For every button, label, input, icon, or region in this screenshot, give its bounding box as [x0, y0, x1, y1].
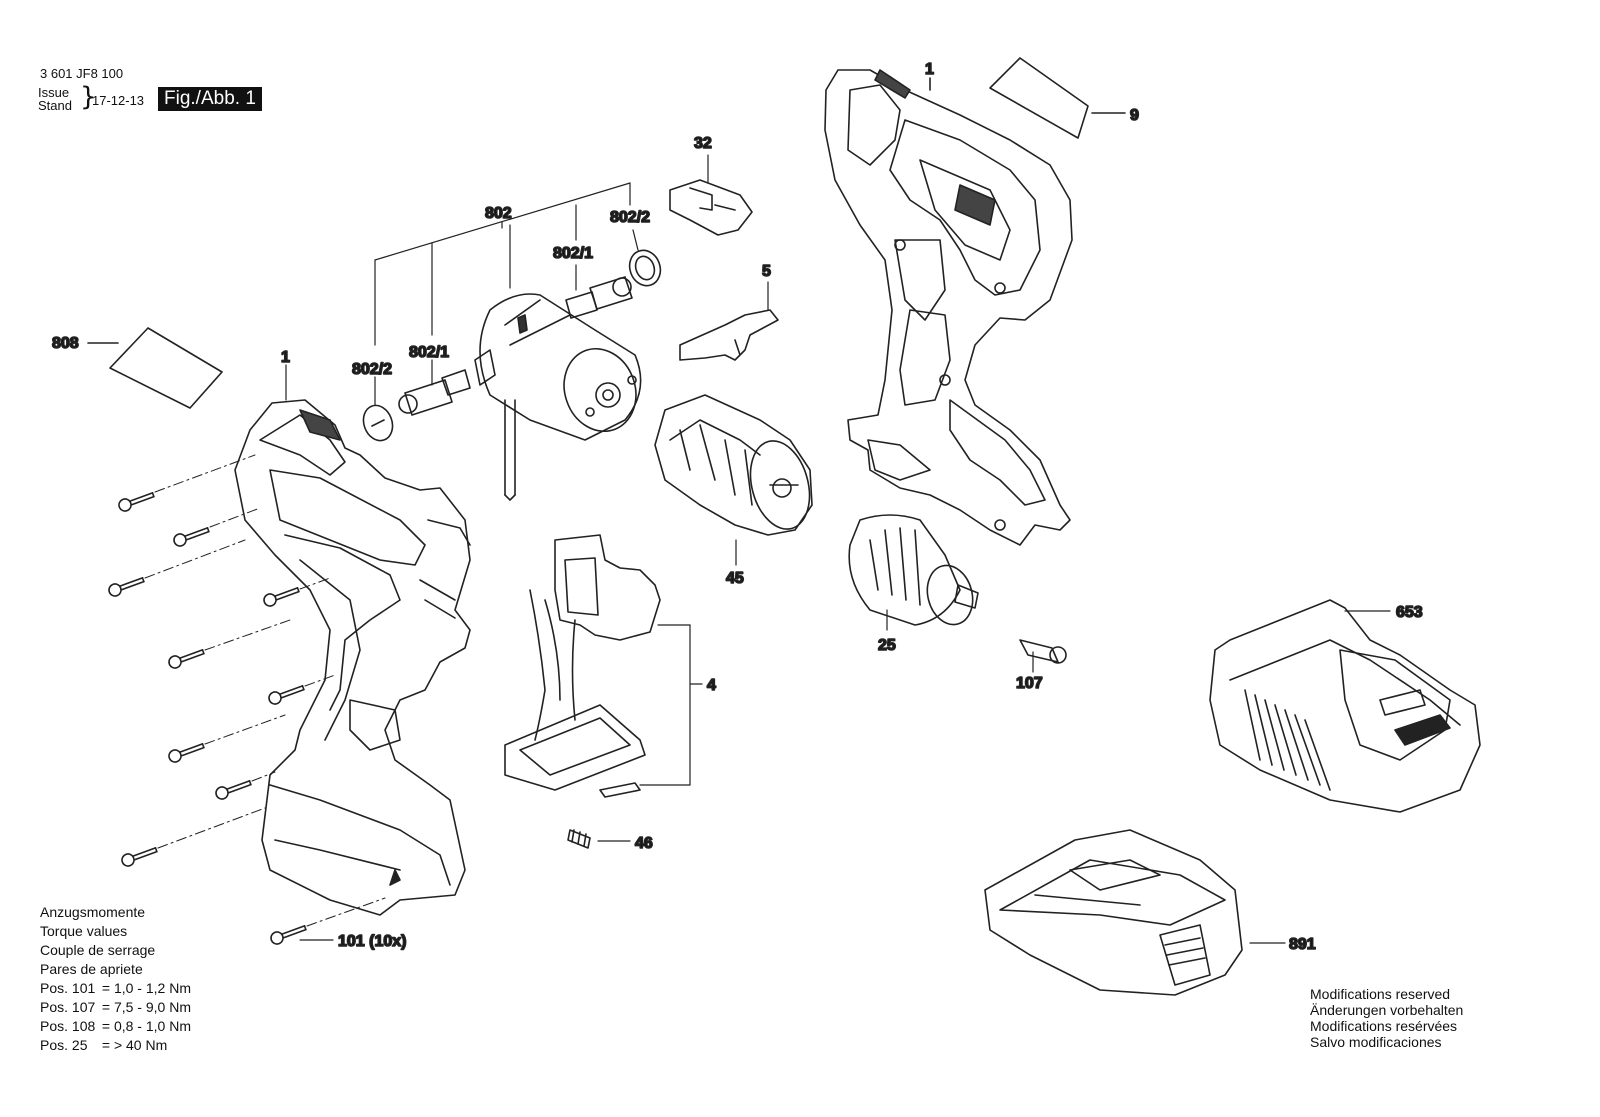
callout-25: 25 — [878, 637, 896, 654]
torque-row: Pos. 25 = > 40 Nm — [40, 1036, 191, 1055]
torque-row: Pos. 101 = 1,0 - 1,2 Nm — [40, 979, 191, 998]
modifications-fr: Modifications resérvées — [1310, 1018, 1458, 1034]
torque-title-en: Torque values — [40, 923, 128, 939]
issue-label: Issue — [38, 85, 70, 100]
torque-value: = 1,0 - 1,2 Nm — [101, 980, 191, 996]
modifications-en: Modifications reserved — [1310, 986, 1451, 1002]
modifications-es: Salvo modificaciones — [1310, 1034, 1442, 1050]
brace-glyph: } — [80, 82, 97, 112]
torque-title-es: Pares de apriete — [40, 961, 143, 977]
callout-891: 891 — [1289, 936, 1316, 953]
callout-107: 107 — [1016, 675, 1043, 692]
stand-label: Stand — [38, 98, 72, 113]
switch-module-4 — [504, 534, 661, 798]
leader-lines — [285, 154, 1391, 944]
issue-stand-label: Issue Stand — [38, 86, 72, 112]
slider-5 — [679, 309, 779, 361]
brush-parts — [362, 249, 662, 442]
torque-pos: Pos. 107 — [40, 999, 96, 1015]
motor-802 — [474, 293, 642, 501]
torque-pos: Pos. 25 — [40, 1037, 88, 1053]
callout-101: 101 (10x) — [338, 933, 407, 950]
screw-107 — [1019, 639, 1067, 664]
torque-pos: Pos. 101 — [40, 980, 96, 996]
callout-802-1-right: 802/1 — [553, 245, 593, 262]
callout-45: 45 — [726, 570, 744, 587]
gearbox-45 — [654, 394, 813, 536]
torque-row: Pos. 107 = 7,5 - 9,0 Nm — [40, 998, 191, 1017]
torque-title-fr: Couple de serrage — [40, 942, 156, 958]
torque-value: = 7,5 - 9,0 Nm — [101, 999, 191, 1015]
torque-row: Pos. 108 = 0,8 - 1,0 Nm — [40, 1017, 191, 1036]
callout-1-left: 1 — [281, 349, 290, 366]
callout-5: 5 — [762, 263, 771, 280]
alignment-lines — [144, 454, 386, 927]
spring-46 — [567, 829, 591, 849]
callout-802-1-left: 802/1 — [409, 344, 449, 361]
callout-labels: 1 1 9 32 802 802/2 802/1 5 808 802/1 802… — [51, 60, 1423, 954]
label-808-sticker — [109, 327, 223, 409]
callout-653: 653 — [1396, 604, 1423, 621]
torque-value: = > 40 Nm — [101, 1037, 168, 1053]
screws-101 — [108, 492, 307, 945]
label-9-sticker — [989, 57, 1089, 139]
issue-date: 17-12-13 — [92, 93, 145, 108]
callout-802-2-left: 802/2 — [352, 361, 392, 378]
figure-label: Fig./Abb. 1 — [158, 87, 262, 111]
torque-value: = 0,8 - 1,0 Nm — [101, 1018, 191, 1034]
callout-9: 9 — [1130, 107, 1139, 124]
modifications-note: Modifications reserved Änderungen vorbeh… — [1310, 986, 1463, 1050]
chuck-25 — [848, 514, 979, 626]
charger-653 — [1209, 599, 1481, 813]
callout-32: 32 — [694, 135, 712, 152]
part-number: 3 601 JF8 100 — [40, 66, 124, 81]
right-housing-shell — [824, 69, 1073, 546]
callout-802: 802 — [485, 205, 512, 222]
callout-1-right: 1 — [925, 61, 934, 78]
torque-pos: Pos. 108 — [40, 1018, 96, 1034]
torque-values-block: Anzugsmomente Torque values Couple de se… — [40, 903, 191, 1055]
switch-cap-32 — [669, 179, 753, 236]
battery-891 — [984, 829, 1243, 996]
callout-46: 46 — [635, 835, 653, 852]
left-housing-shell — [234, 399, 471, 916]
callout-808: 808 — [52, 335, 79, 352]
modifications-de: Änderungen vorbehalten — [1310, 1002, 1464, 1018]
torque-title-de: Anzugsmomente — [40, 904, 146, 920]
callout-4: 4 — [707, 677, 716, 694]
callout-802-2-right: 802/2 — [610, 209, 650, 226]
